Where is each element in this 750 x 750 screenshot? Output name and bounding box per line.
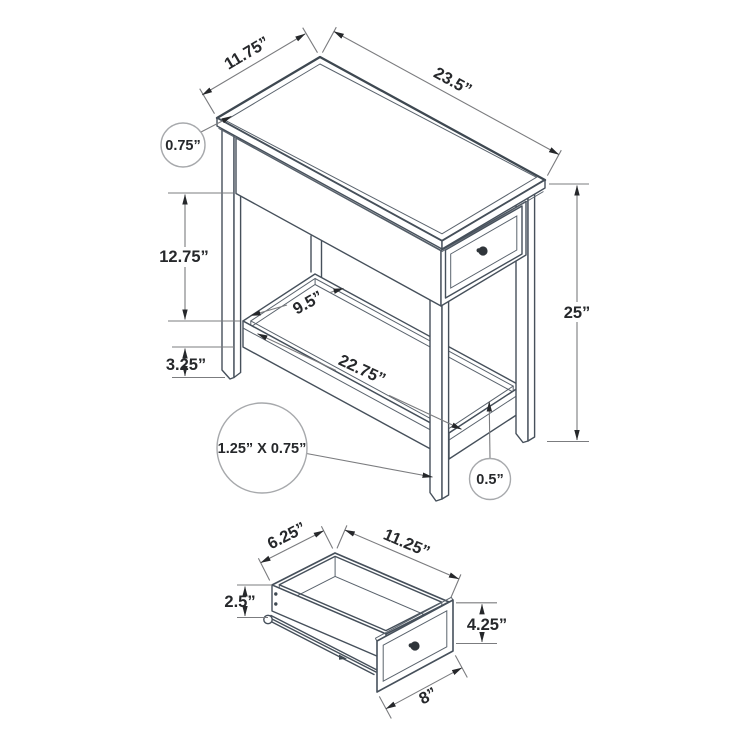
dim-label-leg-size: 1.25” X 0.75” bbox=[218, 441, 307, 457]
dim-label-drawer-front-height: 4.25” bbox=[467, 616, 507, 634]
drawer-knob bbox=[478, 246, 488, 256]
dim-overall-height: 25” bbox=[547, 183, 591, 443]
dim-drawer-inner-height: 2.5” bbox=[224, 584, 272, 619]
dim-drawer-front-height: 4.25” bbox=[456, 602, 507, 645]
table-drawer-front bbox=[444, 205, 523, 299]
dim-shelf-clearance: 3.25” bbox=[166, 346, 234, 379]
dim-label-shelf-thickness: 0.5” bbox=[476, 472, 503, 488]
dim-label-drawer-inner-depth: 6.25” bbox=[265, 519, 309, 553]
table-dimensions: 11.75” 23.5” 0.75” 12.75” 3.25” bbox=[159, 26, 591, 501]
table-isometric-drawing bbox=[215, 55, 547, 502]
dim-label-drawer-front-width: 8” bbox=[416, 684, 440, 708]
table-back-leg bbox=[310, 235, 323, 279]
callout-shelf-thickness: 0.5” bbox=[468, 401, 512, 501]
dim-label-top-thickness: 0.75” bbox=[165, 138, 200, 154]
drawer-rail-wheel bbox=[263, 614, 273, 625]
dim-apron-to-shelf: 12.75” bbox=[159, 192, 240, 322]
drawer-knob bbox=[410, 641, 420, 651]
drawer-screw-hole bbox=[274, 602, 278, 606]
dim-label-apron-to-shelf: 12.75” bbox=[159, 248, 209, 266]
drawer-isometric-drawing bbox=[263, 552, 454, 693]
callout-leg-size: 1.25” X 0.75” bbox=[216, 402, 433, 494]
dim-drawer-inner-depth: 6.25” bbox=[257, 519, 334, 581]
drawer-screw-hole bbox=[274, 592, 278, 596]
dim-label-shelf-clearance: 3.25” bbox=[166, 356, 206, 374]
table-front-leg bbox=[429, 246, 450, 502]
dim-label-top-depth: 11.75” bbox=[221, 33, 272, 73]
dim-label-top-length: 23.5” bbox=[431, 64, 475, 99]
dim-label-overall-height: 25” bbox=[564, 304, 591, 322]
callout-top-thickness: 0.75” bbox=[160, 115, 232, 168]
table-case bbox=[235, 137, 527, 307]
dim-label-drawer-inner-height: 2.5” bbox=[224, 593, 255, 611]
drawer-slide-rail bbox=[263, 614, 378, 676]
drawer-front-panel bbox=[374, 596, 454, 693]
dim-drawer-front-width: 8” bbox=[378, 655, 468, 719]
